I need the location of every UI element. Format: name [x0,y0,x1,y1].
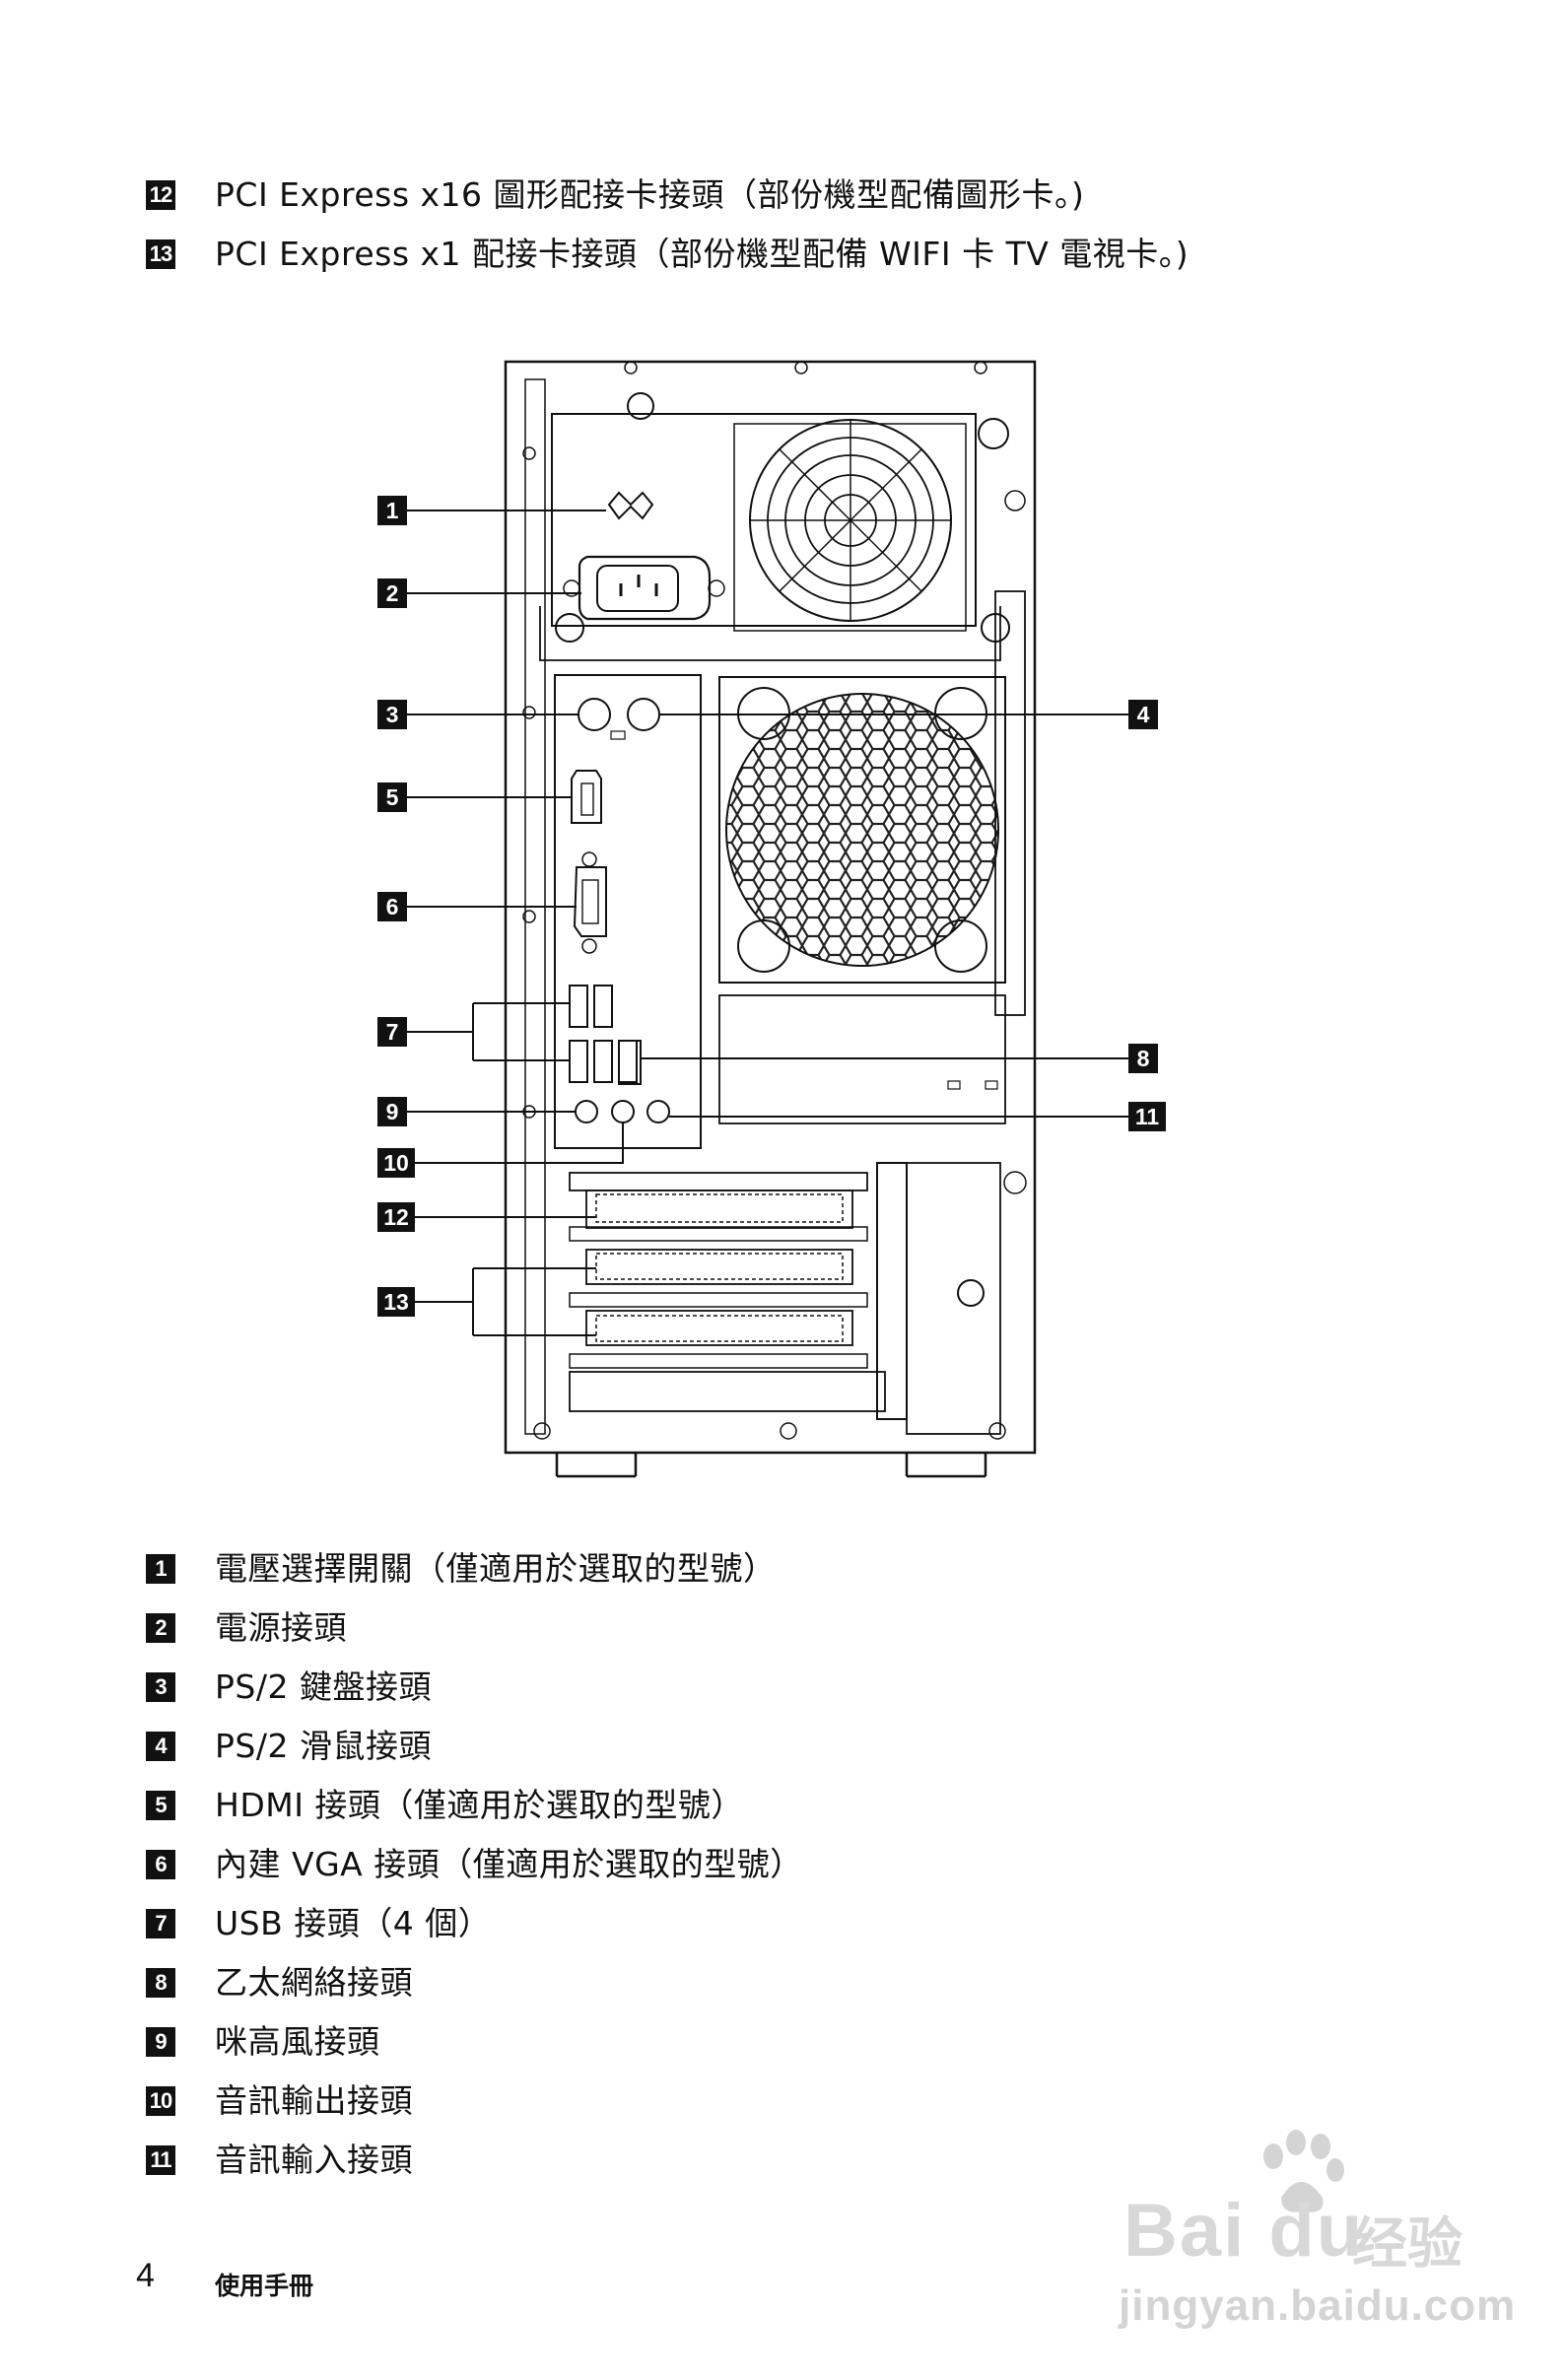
item-number-badge: 7 [146,1909,175,1938]
item-text: 內建 VGA 接頭（僅適用於選取的型號） [215,1845,803,1883]
callout-13: 13 [377,1287,415,1317]
callout-number: 9 [386,1099,399,1124]
item-number-badge: 11 [146,2145,175,2175]
legend-item-8: 8 乙太網絡接頭 [146,1963,413,2003]
callout-8: 8 [1128,1044,1158,1073]
watermark-url: jingyan.baidu.com [1119,2281,1517,2330]
item-number-badge: 12 [146,180,175,210]
callout-3: 3 [377,700,407,729]
list-item-12: 12 PCI Express x16 圖形配接卡接頭（部份機型配備圖形卡。) [146,175,1084,215]
callout-7: 7 [377,1017,407,1047]
list-item-13: 13 PCI Express x1 配接卡接頭（部份機型配備 WIFI 卡 TV… [146,235,1189,274]
legend-item-7: 7 USB 接頭（4 個） [146,1904,491,1943]
legend-item-4: 4 PS/2 滑鼠接頭 [146,1727,432,1766]
legend-item-3: 3 PS/2 鍵盤接頭 [146,1667,432,1707]
callout-number: 4 [1137,702,1150,727]
callout-12: 12 [377,1202,415,1232]
item-number-badge: 6 [146,1850,175,1879]
callout-9: 9 [377,1097,407,1126]
callout-2: 2 [377,578,407,608]
item-number-badge: 10 [146,2086,175,2116]
item-text: 電源接頭 [215,1608,347,1647]
callout-number: 11 [1135,1104,1160,1129]
item-number-badge: 2 [146,1613,175,1643]
callout-number: 13 [383,1289,409,1315]
callout-number: 2 [386,580,399,606]
callout-6: 6 [377,892,407,921]
item-text: 咪高風接頭 [215,2022,380,2061]
item-number-badge: 13 [146,239,175,269]
callout-number: 8 [1137,1046,1150,1071]
item-text: HDMI 接頭（僅適用於選取的型號） [215,1786,744,1824]
legend-item-5: 5 HDMI 接頭（僅適用於選取的型號） [146,1786,744,1825]
item-text: PS/2 鍵盤接頭 [215,1667,432,1706]
callout-number: 10 [383,1150,409,1176]
legend-item-9: 9 咪高風接頭 [146,2022,380,2062]
item-number-badge: 3 [146,1672,175,1702]
item-number-badge: 4 [146,1732,175,1761]
legend-item-2: 2 電源接頭 [146,1608,347,1648]
item-number-badge: 8 [146,1968,175,1998]
item-text: 電壓選擇開關（僅適用於選取的型號） [215,1549,777,1588]
item-text: USB 接頭（4 個） [215,1904,492,1942]
manual-title: 使用手冊 [215,2272,314,2300]
item-text: PS/2 滑鼠接頭 [215,1727,432,1765]
item-number-badge: 1 [146,1554,175,1584]
item-text: 音訊輸出接頭 [215,2081,413,2120]
callout-1: 1 [377,496,407,525]
item-number-badge: 5 [146,1791,175,1820]
callout-number: 6 [386,894,399,919]
watermark-brand: Bai du [1123,2189,1365,2273]
item-text: 乙太網絡接頭 [215,1963,413,2002]
item-text: PCI Express x16 圖形配接卡接頭（部份機型配備圖形卡。) [215,175,1085,214]
legend-item-10: 10 音訊輸出接頭 [146,2081,413,2121]
callout-4: 4 [1128,700,1158,729]
watermark-cn: 经验 [1352,2212,1462,2277]
callout-number: 7 [386,1019,399,1045]
callout-11: 11 [1128,1102,1166,1131]
baidu-paw-watermark [1263,2130,1344,2212]
callout-number: 5 [386,784,399,810]
callout-number: 1 [386,498,399,523]
legend-item-1: 1 電壓選擇開關（僅適用於選取的型號） [146,1549,777,1589]
callout-5: 5 [377,782,407,812]
item-text: 音訊輸入接頭 [215,2141,413,2179]
callout-number: 3 [386,702,399,727]
callout-number: 12 [383,1204,409,1230]
page-number: 4 [136,2257,155,2294]
legend-item-11: 11 音訊輸入接頭 [146,2141,413,2180]
item-number-badge: 9 [146,2027,175,2057]
item-text: PCI Express x1 配接卡接頭（部份機型配備 WIFI 卡 TV 電視… [215,235,1190,273]
callout-10: 10 [377,1148,415,1178]
legend-item-6: 6 內建 VGA 接頭（僅適用於選取的型號） [146,1845,803,1884]
